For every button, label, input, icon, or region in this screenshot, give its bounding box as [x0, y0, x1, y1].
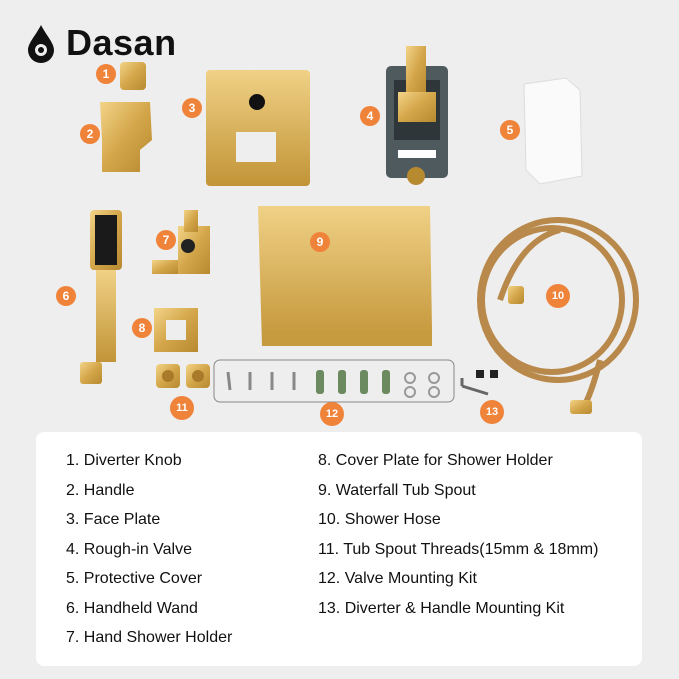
part-badge-11: 11 [170, 396, 194, 420]
water-drop-icon [28, 25, 54, 63]
list-item: 3. Face Plate [66, 511, 161, 528]
list-item: 8. Cover Plate for Shower Holder [318, 452, 553, 469]
list-item: 6. Handheld Wand [66, 599, 198, 617]
list-item: 5. Protective Cover [66, 570, 203, 587]
hand-shower-holder-image [152, 210, 210, 274]
list-item: 12. Valve Mounting Kit [318, 570, 477, 587]
part-badge-1: 1 [96, 64, 116, 84]
parts-list-left-column: 1. Diverter Knob 2. Handle 3. Face Plate… [66, 446, 232, 653]
part-badge-12: 12 [320, 402, 344, 426]
cover-plate-image [154, 308, 198, 352]
protective-cover-image [523, 77, 583, 185]
part-badge-13: 13 [480, 400, 504, 424]
face-plate-image [206, 70, 310, 186]
part-badge-2: 2 [80, 124, 100, 144]
handheld-wand-image [80, 210, 122, 384]
part-badge-8: 8 [132, 318, 152, 338]
part-badge-7: 7 [156, 230, 176, 250]
diverter-knob-image [120, 62, 146, 90]
waterfall-tub-spout-image [258, 206, 432, 346]
part-badge-10: 10 [546, 284, 570, 308]
part-badge-9: 9 [310, 232, 330, 252]
brand-name: Dasan [66, 22, 177, 63]
part-badge-5: 5 [500, 120, 520, 140]
brand-logo: Dasan [24, 22, 177, 64]
list-item: 13. Diverter & Handle Mounting Kit [318, 599, 565, 617]
part-badge-6: 6 [56, 286, 76, 306]
handle-image [100, 102, 152, 172]
part-badge-3: 3 [182, 98, 202, 118]
list-item: 10. Shower Hose [318, 511, 441, 528]
list-item: 2. Handle [66, 481, 135, 499]
list-item: 4. Rough-in Valve [66, 540, 192, 558]
list-item: 1. Diverter Knob [66, 452, 182, 469]
list-item: 7. Hand Shower Holder [66, 629, 233, 646]
tub-spout-threads-image [156, 364, 210, 388]
rough-in-valve-image [386, 46, 448, 185]
list-item: 9. Waterfall Tub Spout [318, 481, 476, 499]
shower-hose-image [477, 217, 639, 414]
parts-list-card: 1. Diverter Knob 2. Handle 3. Face Plate… [36, 432, 642, 666]
parts-list-right-column: 8. Cover Plate for Shower Holder 9. Wate… [318, 446, 598, 623]
list-item: 11. Tub Spout Threads(15mm & 18mm) [318, 540, 599, 558]
valve-mounting-kit-image [213, 359, 455, 403]
diverter-handle-mounting-kit-image [460, 370, 498, 396]
part-badge-4: 4 [360, 106, 380, 126]
